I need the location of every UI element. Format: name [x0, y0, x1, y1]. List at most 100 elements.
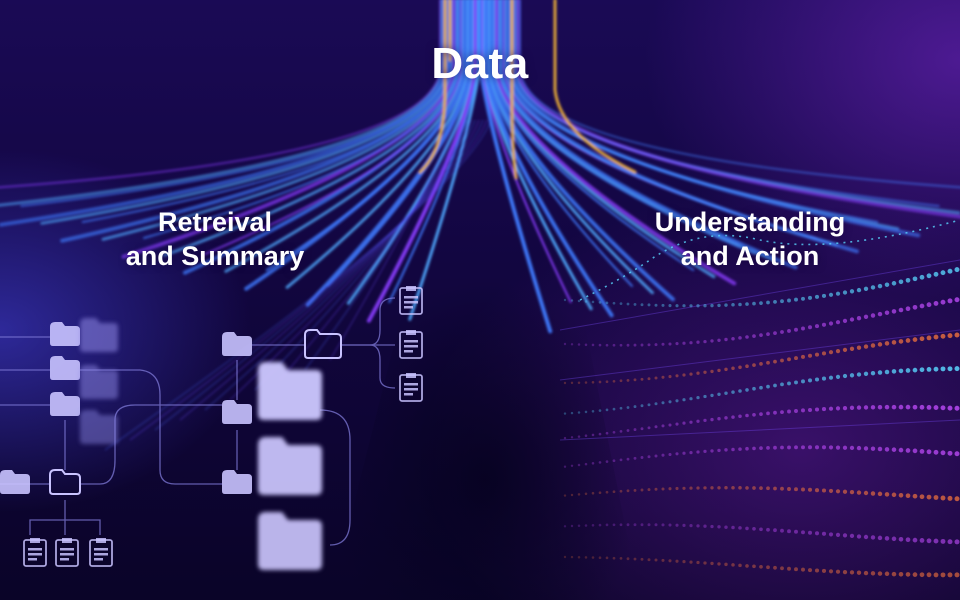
beam-line: [516, 0, 960, 219]
wave-dot: [807, 353, 813, 358]
wave-dot: [905, 572, 911, 577]
data-beams: [0, 0, 960, 451]
wave-dot: [898, 492, 904, 498]
wave-dot: [563, 494, 567, 497]
wave-dot: [863, 344, 869, 349]
wave-dot: [668, 487, 672, 491]
wave-dot: [682, 421, 686, 425]
wave-dot: [898, 339, 904, 344]
wave-dot: [940, 495, 946, 501]
wave-dot: [814, 531, 820, 536]
wave-dot: [598, 343, 602, 347]
wave-dot: [947, 405, 953, 411]
wave-dot: [731, 447, 735, 452]
wave-dot: [675, 342, 679, 346]
beam-gold: [510, 0, 518, 180]
wave-dot: [919, 336, 925, 342]
wave-dot: [633, 488, 637, 492]
wave-dot: [626, 302, 630, 306]
wave-dot: [598, 461, 602, 464]
wave-dot: [801, 530, 805, 535]
wave-dot: [794, 409, 798, 413]
document-icon: [399, 373, 423, 402]
wave-dot: [577, 343, 581, 346]
beam-gold: [553, 0, 637, 174]
wave-dot: [954, 496, 960, 502]
wave-dot: [780, 566, 784, 571]
wave-dot: [584, 556, 588, 559]
wave-dot: [584, 410, 588, 414]
wave-dot: [794, 380, 798, 385]
wave-dot: [940, 270, 946, 276]
wave-dot: [647, 343, 651, 347]
wave-dot: [738, 563, 742, 568]
wave-dot: [619, 302, 623, 305]
wave-dot: [842, 318, 848, 324]
wave-dot: [912, 572, 918, 577]
wave-dot: [682, 560, 686, 564]
wave-dot: [759, 486, 763, 490]
wave-dot: [954, 297, 960, 303]
beam-line: [481, 0, 572, 303]
wave-dot: [801, 445, 805, 450]
wave-dot: [689, 341, 693, 345]
wave-dot: [849, 570, 855, 575]
wave-dot: [605, 408, 609, 412]
wave-dot: [863, 405, 869, 410]
wave-dot: [794, 529, 798, 534]
wave-dot: [570, 493, 574, 497]
wave-dot: [884, 536, 890, 541]
wave-dot: [598, 301, 602, 304]
wave-dot: [654, 402, 658, 406]
folder-icon: [222, 470, 252, 494]
wave-dot: [745, 526, 749, 531]
wave-dot: [563, 298, 567, 302]
wave-dot: [877, 446, 883, 452]
wave-dot: [870, 446, 876, 451]
wave-dot: [738, 447, 742, 451]
wave-dot: [773, 565, 777, 570]
dot-waves: [563, 219, 960, 578]
wave-dot: [563, 555, 567, 559]
wave-dot: [668, 423, 672, 427]
wave-dot: [814, 377, 820, 382]
wave-dot: [801, 326, 805, 331]
wave-dot: [563, 381, 567, 385]
wave-dot: [842, 489, 848, 494]
wave-dot: [661, 523, 665, 527]
wave-dot: [717, 338, 721, 343]
wave-dot: [591, 491, 595, 495]
wave-dot: [591, 381, 595, 384]
wave-dot: [724, 525, 728, 529]
wave-dot: [926, 405, 932, 410]
wave-dot: [654, 303, 658, 307]
wave-dot: [856, 445, 862, 451]
wave-dot: [682, 523, 686, 527]
wave-dot: [682, 486, 686, 490]
wave-dot: [731, 563, 735, 567]
wave-dot: [947, 495, 953, 501]
wave-dot: [870, 370, 876, 376]
wave-dot: [835, 489, 841, 494]
wave-dot: [619, 406, 623, 410]
wave-dot: [891, 536, 897, 542]
wave-dot: [773, 528, 777, 533]
wave-dot: [905, 537, 911, 543]
beam-line: [489, 0, 675, 302]
wave-dot: [710, 393, 714, 398]
wave-dot: [682, 451, 686, 455]
beam-line: [244, 0, 467, 291]
wave-dot: [570, 343, 574, 346]
wave-dot: [828, 569, 834, 574]
wave-dot: [780, 382, 784, 387]
wave-dot: [745, 446, 749, 451]
wave-dot: [891, 340, 897, 345]
wave-dot: [926, 335, 932, 341]
wave-dot: [884, 571, 890, 577]
wave-dot: [919, 494, 925, 500]
wave-dot: [605, 431, 609, 435]
wave-dot: [647, 426, 651, 430]
wave-dot: [877, 342, 883, 347]
wave-dot: [759, 362, 763, 366]
wave-dot: [766, 527, 770, 532]
